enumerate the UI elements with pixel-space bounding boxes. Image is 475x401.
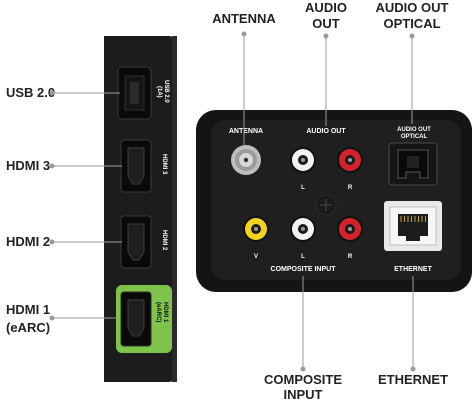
composite-callout-2: INPUT [284,387,323,401]
optical-port [388,142,438,186]
audio-out-l-label: L [301,185,305,191]
panel-audio-out-label: AUDIO OUT [306,128,346,135]
antenna-callout: ANTENNA [212,11,276,26]
composite-right-jack [337,216,363,242]
ethernet-callout: ETHERNET [378,372,448,387]
usb-leader-dot [49,90,55,96]
hdmi3-leader-dot [49,163,55,169]
hdmi1-callout-1: HDMI 1 [6,302,50,317]
hdmi1-side-label-1: HDMI 1 [162,302,168,323]
panel-optical-label-1: AUDIO OUT [397,127,431,133]
audio-out-r-label: R [348,185,353,191]
hdmi1-callout-2: (eARC) [6,320,50,335]
composite-v-label: V [254,254,258,260]
audio-out-left-jack [290,147,316,173]
composite-leader-dot [300,366,306,372]
composite-r-label: R [348,254,353,260]
antenna-connector [231,145,261,175]
audio-out-right-jack [337,147,363,173]
composite-callout-1: COMPOSITE [264,372,342,387]
ethernet-port [384,201,442,251]
hdmi2-side-label: HDMI 2 [161,230,167,251]
mounting-screw [315,194,337,216]
hdmi3-side-label: HDMI 3 [161,154,167,175]
panel-composite-label: COMPOSITE INPUT [271,266,337,273]
antenna-leader-dot [241,31,247,37]
optical-callout-2: OPTICAL [383,16,440,31]
audio-out-callout-1: AUDIO [305,0,347,15]
audio-out-leader-dot [323,33,329,39]
composite-left-jack [290,216,316,242]
hdmi2-leader-dot [49,239,55,245]
audio-out-callout-2: OUT [312,16,340,31]
panel-optical-label-2: OPTICAL [401,134,428,140]
usb-side-label-1: USB 2.0 [163,80,169,103]
hdmi3-port [120,139,152,193]
usb-side-label-2: (1A) [156,86,162,98]
composite-video-jack [243,216,269,242]
usb-port [117,66,152,120]
hdmi2-callout: HDMI 2 [6,234,50,249]
hdmi1-side-label-2: (eARC) [155,302,161,322]
composite-l-label: L [301,254,305,260]
hdmi1-highlight [116,285,172,353]
hdmi1-leader-dot [49,315,55,321]
ethernet-leader-dot [410,366,416,372]
optical-callout-1: AUDIO OUT [376,0,449,15]
optical-leader-dot [409,33,415,39]
panel-ethernet-label: ETHERNET [394,266,432,273]
hdmi3-callout: HDMI 3 [6,158,50,173]
hdmi2-port [120,215,152,269]
usb-callout: USB 2.0 [6,85,55,100]
panel-antenna-label: ANTENNA [229,128,263,135]
